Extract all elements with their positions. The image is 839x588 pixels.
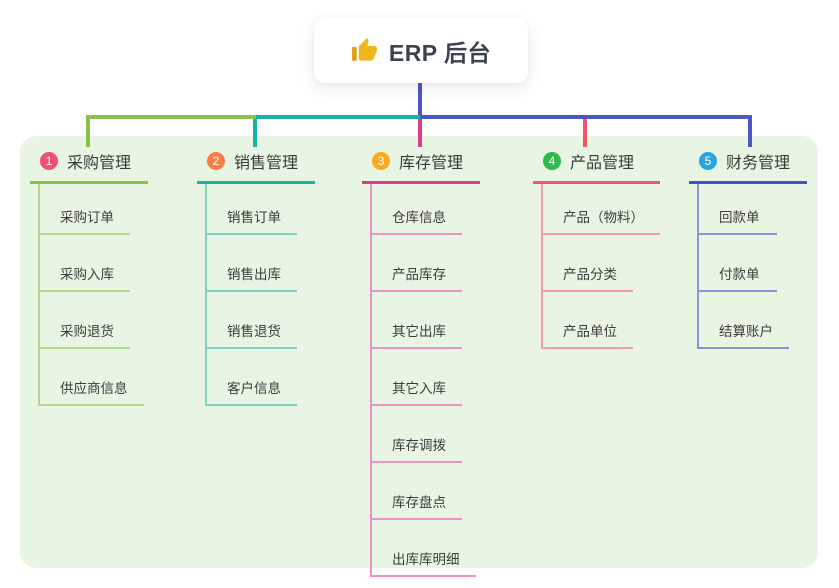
child-label: 产品分类 xyxy=(563,267,617,282)
branch-header[interactable]: 3 库存管理 xyxy=(362,149,480,184)
child-node[interactable]: 其它入库 xyxy=(372,349,462,406)
child-label: 其它入库 xyxy=(392,381,446,396)
child-label: 销售订单 xyxy=(227,210,281,225)
child-label: 付款单 xyxy=(719,267,760,282)
child-node[interactable]: 结算账户 xyxy=(699,292,789,349)
child-label: 销售退货 xyxy=(227,324,281,339)
child-node[interactable]: 采购退货 xyxy=(40,292,130,349)
child-label: 出库库明细 xyxy=(392,552,460,567)
root-node-label: ERP 后台 xyxy=(388,39,492,66)
child-node[interactable]: 其它出库 xyxy=(372,292,462,349)
connector-bar-right xyxy=(420,115,752,119)
child-node[interactable]: 客户信息 xyxy=(207,349,297,406)
branch-label: 财务管理 xyxy=(726,155,791,172)
child-label: 产品库存 xyxy=(392,267,446,282)
root-connector-line xyxy=(418,83,422,119)
connector-drop-product xyxy=(583,119,587,147)
branch-children: 采购订单采购入库采购退货供应商信息 xyxy=(38,184,144,406)
child-node[interactable]: 采购入库 xyxy=(40,235,130,292)
branch-header[interactable]: 4 产品管理 xyxy=(533,149,660,184)
branch-3: 3 库存管理仓库信息产品库存其它出库其它入库库存调拨库存盘点出库库明细 xyxy=(362,149,480,577)
child-node[interactable]: 库存盘点 xyxy=(372,463,462,520)
branch-number-badge: 1 xyxy=(40,152,58,170)
child-label: 采购入库 xyxy=(60,267,114,282)
connector-bar-middle xyxy=(256,115,420,119)
child-label: 客户信息 xyxy=(227,381,281,396)
branch-header[interactable]: 2 销售管理 xyxy=(197,149,315,184)
mindmap-canvas xyxy=(20,136,818,568)
child-label: 产品单位 xyxy=(563,324,617,339)
branch-label: 销售管理 xyxy=(234,155,299,172)
root-node[interactable]: ERP 后台 xyxy=(314,18,528,83)
branch-number-badge: 2 xyxy=(207,152,225,170)
child-label: 仓库信息 xyxy=(392,210,446,225)
branch-header[interactable]: 5 财务管理 xyxy=(689,149,807,184)
child-node[interactable]: 回款单 xyxy=(699,184,777,235)
child-label: 库存调拨 xyxy=(392,438,446,453)
child-node[interactable]: 销售退货 xyxy=(207,292,297,349)
branch-children: 仓库信息产品库存其它出库其它入库库存调拨库存盘点出库库明细 xyxy=(370,184,476,577)
branch-label: 产品管理 xyxy=(570,155,635,172)
connector-drop-sales xyxy=(253,119,257,147)
child-node[interactable]: 付款单 xyxy=(699,235,777,292)
branch-label: 采购管理 xyxy=(67,155,132,172)
branch-4: 4 产品管理产品（物料） 产品分类产品单位 xyxy=(533,149,660,349)
child-node[interactable]: 产品单位 xyxy=(543,292,633,349)
child-label: 供应商信息 xyxy=(60,381,128,396)
child-node[interactable]: 销售订单 xyxy=(207,184,297,235)
child-label: 采购订单 xyxy=(60,210,114,225)
branch-header[interactable]: 1 采购管理 xyxy=(30,149,148,184)
branch-2: 2 销售管理销售订单销售出库销售退货客户信息 xyxy=(197,149,315,406)
child-node[interactable]: 库存调拨 xyxy=(372,406,462,463)
connector-drop-inventory xyxy=(418,119,422,147)
child-label: 销售出库 xyxy=(227,267,281,282)
branch-label: 库存管理 xyxy=(399,155,464,172)
child-label: 回款单 xyxy=(719,210,760,225)
branch-children: 销售订单销售出库销售退货客户信息 xyxy=(205,184,297,406)
branch-number-badge: 5 xyxy=(699,152,717,170)
child-label: 结算账户 xyxy=(719,324,773,339)
child-label: 其它出库 xyxy=(392,324,446,339)
child-node[interactable]: 供应商信息 xyxy=(40,349,144,406)
connector-drop-finance xyxy=(748,115,752,147)
branch-1: 1 采购管理采购订单采购入库采购退货供应商信息 xyxy=(30,149,148,406)
child-label: 产品（物料） xyxy=(563,210,644,225)
thumbs-up-icon xyxy=(351,38,377,61)
branch-number-badge: 4 xyxy=(543,152,561,170)
child-node[interactable]: 出库库明细 xyxy=(372,520,476,577)
child-label: 库存盘点 xyxy=(392,495,446,510)
child-node[interactable]: 产品库存 xyxy=(372,235,462,292)
branch-children: 产品（物料） 产品分类产品单位 xyxy=(541,184,660,349)
branch-children: 回款单付款单结算账户 xyxy=(697,184,789,349)
connector-bar-left xyxy=(86,115,256,119)
child-node[interactable]: 产品（物料） xyxy=(543,184,660,235)
child-node[interactable]: 仓库信息 xyxy=(372,184,462,235)
connector-drop-purchase xyxy=(86,115,90,147)
child-node[interactable]: 销售出库 xyxy=(207,235,297,292)
child-label: 采购退货 xyxy=(60,324,114,339)
child-node[interactable]: 产品分类 xyxy=(543,235,633,292)
branch-number-badge: 3 xyxy=(372,152,390,170)
branch-5: 5 财务管理回款单付款单结算账户 xyxy=(689,149,807,349)
child-node[interactable]: 采购订单 xyxy=(40,184,130,235)
